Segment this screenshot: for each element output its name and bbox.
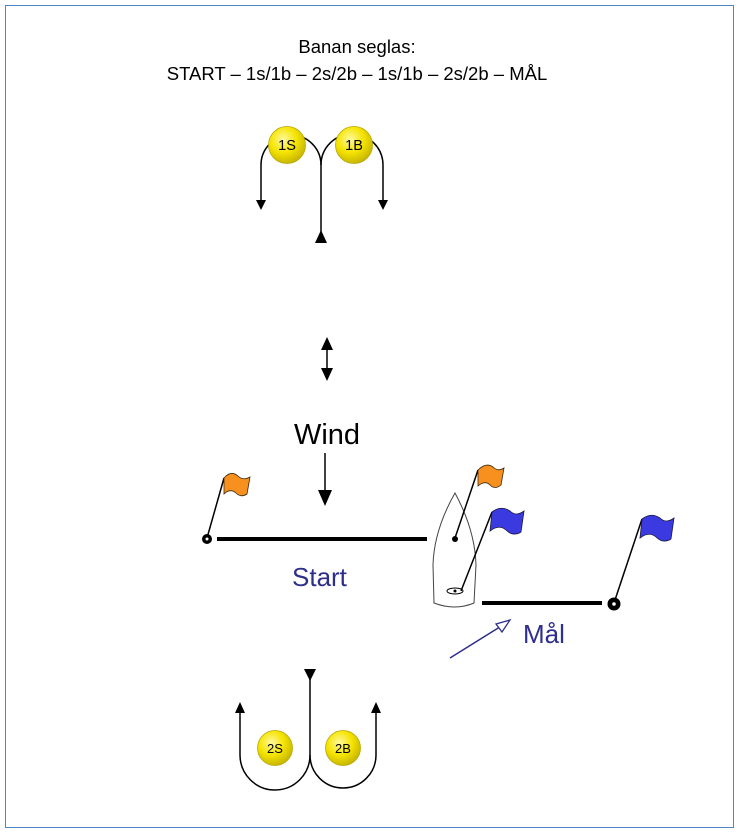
title-line-2: START – 1s/1b – 2s/2b – 1s/1b – 2s/2b – … bbox=[167, 63, 548, 84]
buoy-2s: 2S bbox=[257, 730, 293, 766]
blue-flag-right bbox=[639, 514, 675, 542]
blue-flag-boat bbox=[489, 507, 525, 535]
buoy-1b: 1B bbox=[335, 126, 373, 164]
bottom-right-rounding-path bbox=[309, 712, 377, 789]
buoy-1s-label: 1S bbox=[278, 138, 296, 154]
arrowhead-top-right bbox=[378, 200, 388, 210]
wind-label: Wind bbox=[294, 419, 360, 451]
finish-label: Mål bbox=[523, 619, 565, 649]
buoy-2s-label: 2S bbox=[267, 741, 283, 756]
arrowhead-bottom-center bbox=[304, 669, 316, 681]
arrowhead-top-center bbox=[315, 230, 327, 243]
buoy-1b-label: 1B bbox=[345, 138, 363, 154]
bottom-marks-course bbox=[239, 675, 377, 791]
arrowhead-top-left bbox=[256, 200, 266, 210]
bottom-left-rounding-path bbox=[239, 675, 311, 791]
start-label: Start bbox=[292, 562, 348, 592]
start-pin-flag bbox=[202, 473, 251, 544]
finish-pin-flag bbox=[607, 514, 675, 611]
buoy-2b: 2B bbox=[325, 730, 361, 766]
arrowhead-bottom-left bbox=[235, 702, 245, 713]
committee-boat bbox=[432, 464, 525, 608]
double-arrow-icon bbox=[321, 337, 333, 381]
finish-pointer-arrow-icon bbox=[449, 618, 512, 659]
title-line-1: Banan seglas: bbox=[298, 36, 415, 57]
wind-arrow-icon bbox=[318, 453, 332, 506]
buoy-2b-label: 2B bbox=[335, 741, 351, 756]
buoy-1s: 1S bbox=[268, 126, 306, 164]
arrowhead-bottom-right bbox=[371, 702, 381, 713]
orange-flag-left bbox=[223, 473, 251, 497]
orange-flag-boat bbox=[477, 464, 505, 488]
